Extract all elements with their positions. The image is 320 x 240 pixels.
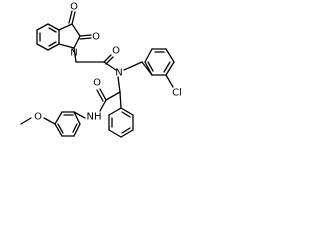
isatin-benzene-ring [36,23,60,51]
lactam-carbonyl [79,34,92,40]
molecule-canvas: O O N O N Cl O NH O [0,0,202,171]
isatin-pyrrolidine-ring [58,23,81,49]
ketone-carbonyl [68,10,76,25]
isatin-nitrogen-label: N [70,48,77,59]
methoxy-oxygen-label: O [34,112,42,123]
anilide-oxygen-label: O [93,78,101,89]
chlorophenyl-ring [144,48,175,88]
ketone-oxygen-label: O [70,2,78,13]
acetyl-oxygen-label: O [112,46,120,57]
anilide-nh-label: NH [87,112,102,123]
phenyl-ring [108,107,134,138]
alpha-carbon-bonds [105,76,122,109]
acetyl-linker [73,47,117,71]
structure-diagram: O O N O N Cl O NH O [20,2,182,138]
methoxyphenyl-ring [20,111,86,137]
lactam-oxygen-label: O [92,32,100,43]
anilide-carbonyl [96,88,107,112]
amide-nitrogen-label: N [115,68,122,79]
chlorine-label: Cl [172,88,182,99]
